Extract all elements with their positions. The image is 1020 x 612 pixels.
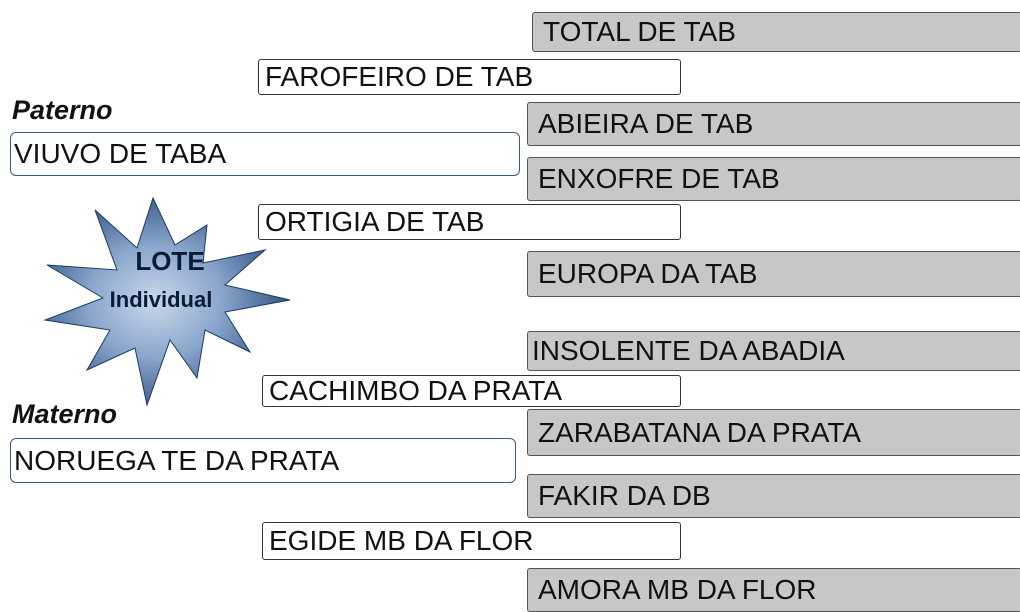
- paterno-great-grandparent-3-label: ENXOFRE DE TAB: [538, 163, 780, 194]
- materno-great-grandparent-3-box: FAKIR DA DB: [527, 474, 1020, 518]
- badge-line1: LOTE: [135, 246, 205, 276]
- lote-individual-badge: LOTE Individual: [25, 170, 315, 425]
- paterno-parent-box: VIUVO DE TABA: [10, 132, 520, 176]
- paterno-great-grandparent-2-label: ABIEIRA DE TAB: [538, 108, 754, 139]
- materno-grandparent-2-box: EGIDE MB DA FLOR: [262, 522, 681, 560]
- starburst-icon: [43, 196, 291, 407]
- paterno-parent-label: VIUVO DE TABA: [14, 138, 227, 169]
- paterno-heading: Paterno: [12, 95, 113, 125]
- materno-great-grandparent-4-label: AMORA MB DA FLOR: [538, 574, 817, 605]
- paterno-great-grandparent-3-box: ENXOFRE DE TAB: [527, 157, 1020, 201]
- materno-grandparent-2-label: EGIDE MB DA FLOR: [269, 525, 534, 556]
- materno-heading: Materno: [12, 399, 118, 429]
- materno-great-grandparent-2-label: ZARABATANA DA PRATA: [538, 416, 862, 448]
- paterno-great-grandparent-1-box: TOTAL DE TAB: [532, 12, 1020, 52]
- paterno-great-grandparent-4-box: EUROPA DA TAB: [527, 251, 1020, 297]
- paterno-grandparent-1-label: FAROFEIRO DE TAB: [265, 61, 534, 92]
- materno-grandparent-1-label: CACHIMBO DA PRATA: [269, 375, 563, 406]
- paterno-grandparent-2-box: ORTIGIA DE TAB: [258, 204, 681, 240]
- materno-great-grandparent-4-box: AMORA MB DA FLOR: [527, 568, 1020, 612]
- materno-grandparent-1-box: CACHIMBO DA PRATA: [262, 375, 681, 407]
- materno-great-grandparent-1-box: INSOLENTE DA ABADIA: [527, 331, 1020, 371]
- materno-great-grandparent-2-box: ZARABATANA DA PRATA: [527, 409, 1020, 456]
- materno-parent-box: NORUEGA TE DA PRATA: [10, 438, 516, 483]
- badge-line2: Individual: [109, 287, 213, 312]
- paterno-great-grandparent-2-box: ABIEIRA DE TAB: [527, 102, 1020, 146]
- materno-great-grandparent-3-label: FAKIR DA DB: [538, 480, 711, 511]
- paterno-great-grandparent-4-label: EUROPA DA TAB: [538, 258, 758, 289]
- materno-great-grandparent-1-label: INSOLENTE DA ABADIA: [532, 335, 845, 366]
- materno-parent-label: NORUEGA TE DA PRATA: [14, 444, 340, 476]
- paterno-grandparent-2-label: ORTIGIA DE TAB: [265, 206, 485, 237]
- paterno-great-grandparent-1-label: TOTAL DE TAB: [543, 16, 736, 47]
- paterno-grandparent-1-box: FAROFEIRO DE TAB: [258, 59, 681, 95]
